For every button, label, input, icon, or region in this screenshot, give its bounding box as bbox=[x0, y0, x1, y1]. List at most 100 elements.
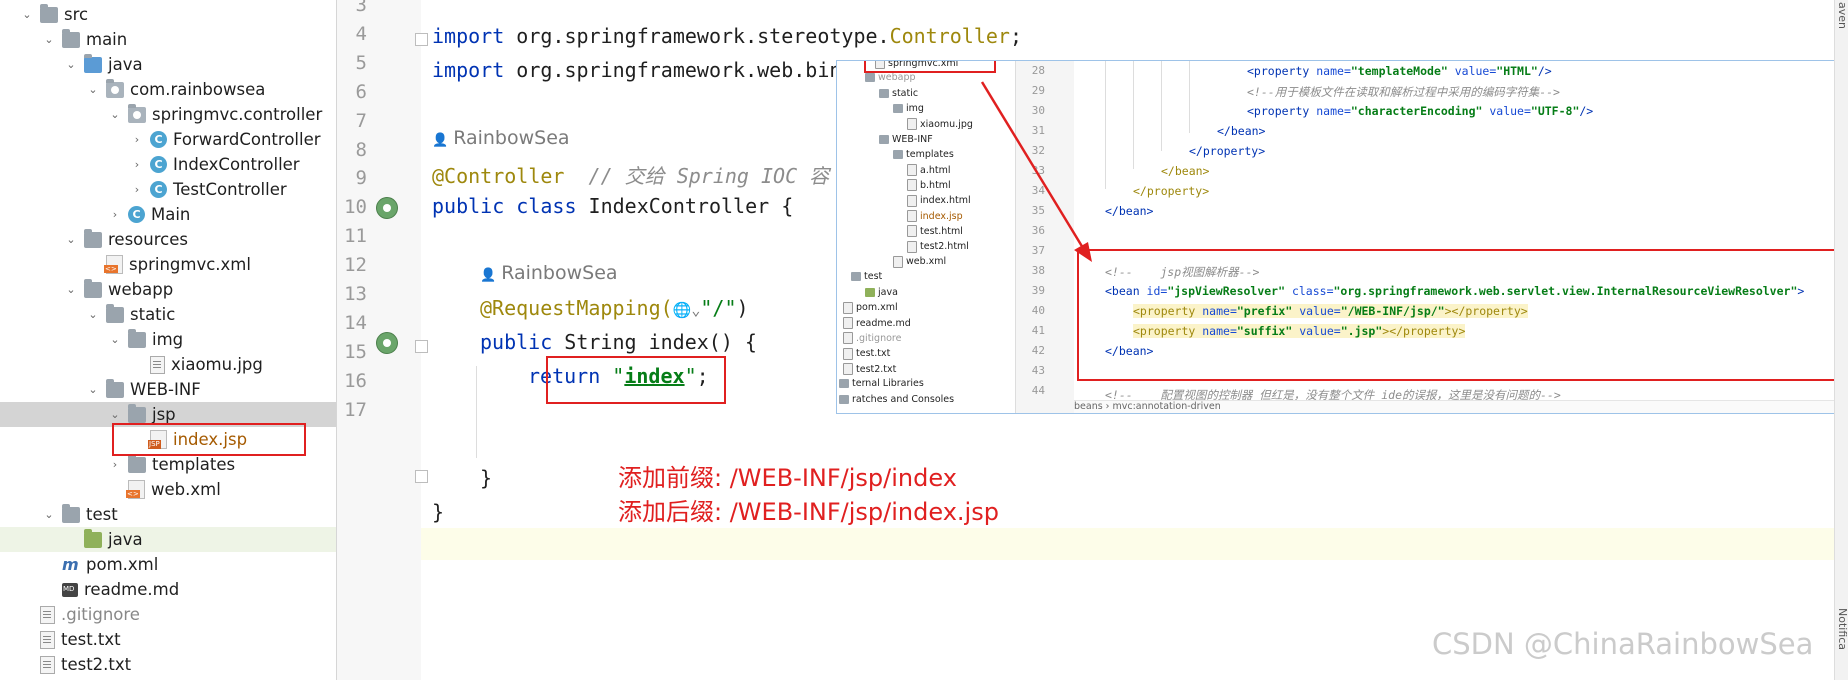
maven-tab[interactable]: aven bbox=[1836, 2, 1848, 29]
inset-tree-label: java bbox=[878, 286, 898, 298]
inset-tree-item[interactable]: test2.html bbox=[907, 240, 969, 253]
chevron-down-icon[interactable]: ⌄ bbox=[66, 58, 76, 71]
tree-item--gitignore[interactable]: .gitignore bbox=[0, 602, 336, 627]
inset-line-number: 41 bbox=[1031, 324, 1045, 337]
chevron-down-icon[interactable]: ⌄ bbox=[88, 83, 98, 96]
tree-item-label: test2.txt bbox=[61, 655, 132, 674]
chevron-down-icon[interactable]: ⌄ bbox=[110, 408, 120, 421]
spring-bean-gutter-icon[interactable] bbox=[376, 197, 398, 219]
chevron-down-icon[interactable]: ⌄ bbox=[88, 383, 98, 396]
inset-tree-item[interactable]: index.html bbox=[907, 194, 971, 207]
tree-item-java[interactable]: java bbox=[0, 527, 336, 552]
folder-icon bbox=[839, 379, 849, 389]
tree-item-jsp[interactable]: ⌄ jsp bbox=[0, 402, 336, 427]
chevron-right-icon[interactable]: › bbox=[134, 183, 140, 196]
spring-mapping-gutter-icon[interactable] bbox=[376, 332, 398, 354]
inset-tree-item[interactable]: java bbox=[865, 287, 898, 298]
globe-icon[interactable]: 🌐⌄ bbox=[672, 301, 701, 319]
inset-tree-item[interactable]: ratches and Consoles bbox=[839, 394, 954, 405]
tree-item-springmvc-controller[interactable]: ⌄springmvc.controller bbox=[0, 102, 336, 127]
tree-item-webapp[interactable]: ⌄webapp bbox=[0, 277, 336, 302]
inset-tree-label: test.html bbox=[920, 225, 963, 237]
tree-item-xiaomu-jpg[interactable]: xiaomu.jpg bbox=[0, 352, 336, 377]
folder-icon bbox=[865, 73, 875, 83]
inset-tree-item[interactable]: test2.txt bbox=[843, 363, 896, 375]
tree-item-label: main bbox=[86, 30, 128, 49]
tree-item-static[interactable]: ⌄static bbox=[0, 302, 336, 327]
code-line-10: @RequestMapping(🌐⌄"/") bbox=[480, 296, 749, 320]
tree-item-resources[interactable]: ⌄resources bbox=[0, 227, 336, 252]
xml-line-32: </property> bbox=[1189, 144, 1266, 158]
chevron-down-icon[interactable]: ⌄ bbox=[44, 508, 54, 521]
inset-tree-item[interactable]: pom.xml bbox=[843, 301, 898, 314]
inset-tree-item[interactable]: test.txt bbox=[843, 347, 890, 360]
inset-tree-item[interactable]: static bbox=[879, 88, 918, 99]
tree-item-img[interactable]: ⌄img bbox=[0, 327, 336, 352]
file-icon bbox=[150, 355, 165, 374]
indent-guide bbox=[476, 366, 477, 458]
inset-tree-item[interactable]: b.html bbox=[907, 179, 951, 192]
tree-item-label: xiaomu.jpg bbox=[171, 355, 263, 374]
chevron-down-icon[interactable]: ⌄ bbox=[22, 8, 32, 21]
inset-tree-item[interactable]: templates bbox=[893, 149, 954, 160]
tree-item-label: test.txt bbox=[61, 630, 121, 649]
tree-item-test2-txt[interactable]: test2.txt bbox=[0, 652, 336, 677]
notifications-tab[interactable]: Notifica bbox=[1836, 608, 1848, 651]
chevron-right-icon[interactable]: › bbox=[134, 158, 140, 171]
tree-item-com-rainbowsea[interactable]: ⌄com.rainbowsea bbox=[0, 77, 336, 102]
fold-marker-icon[interactable] bbox=[415, 33, 428, 46]
inset-tree-label: .gitignore bbox=[856, 332, 902, 344]
chevron-right-icon[interactable]: › bbox=[112, 458, 118, 471]
tag: <property bbox=[1247, 104, 1317, 118]
folder-icon bbox=[893, 149, 903, 159]
inset-tree-item[interactable]: a.html bbox=[907, 164, 950, 177]
kw: return bbox=[528, 364, 613, 388]
tree-item-src[interactable]: ⌄src bbox=[0, 2, 336, 27]
xml-line-39: <bean id="jspViewResolver" class="org.sp… bbox=[1105, 284, 1804, 298]
tree-item-test-txt[interactable]: test.txt bbox=[0, 627, 336, 652]
tree-item-templates[interactable]: ›templates bbox=[0, 452, 336, 477]
inset-tree-item[interactable]: test.html bbox=[907, 225, 963, 238]
inset-tree-label: b.html bbox=[920, 179, 951, 191]
inset-tree-item[interactable]: xiaomu.jpg bbox=[907, 118, 973, 131]
folder-icon bbox=[84, 278, 102, 298]
inset-tree-item[interactable]: webapp bbox=[865, 72, 916, 83]
chevron-down-icon[interactable]: ⌄ bbox=[44, 33, 54, 46]
tree-item-label: jsp bbox=[152, 405, 176, 424]
tree-item-springmvc-xml[interactable]: <>springmvc.xml bbox=[0, 252, 336, 277]
inset-tree-item[interactable]: index.jsp bbox=[907, 210, 963, 222]
chevron-down-icon[interactable]: ⌄ bbox=[66, 283, 76, 296]
chevron-right-icon[interactable]: › bbox=[134, 133, 140, 146]
inset-tree-item[interactable]: img bbox=[893, 103, 924, 114]
tree-item-test[interactable]: ⌄test bbox=[0, 502, 336, 527]
chevron-right-icon[interactable]: › bbox=[112, 208, 118, 221]
fold-marker-icon[interactable] bbox=[415, 340, 428, 353]
val: "prefix" bbox=[1236, 304, 1293, 318]
inset-tree-item[interactable]: web.xml bbox=[893, 255, 946, 268]
inset-tree-item[interactable]: readme.md bbox=[843, 317, 911, 330]
tree-item-main[interactable]: ⌄ main bbox=[0, 27, 336, 52]
tree-item-web-inf[interactable]: ⌄WEB-INF bbox=[0, 377, 336, 402]
inset-tree-item[interactable]: .gitignore bbox=[843, 332, 902, 345]
chevron-down-icon[interactable]: ⌄ bbox=[110, 108, 120, 121]
inset-tree-item[interactable]: ternal Libraries bbox=[839, 378, 924, 389]
tree-item-web-xml[interactable]: <>web.xml bbox=[0, 477, 336, 502]
val: "org.springframework.web.servlet.view.In… bbox=[1333, 284, 1798, 298]
inset-tree-item[interactable]: WEB-INF bbox=[879, 134, 933, 145]
tree-item-java[interactable]: ⌄java bbox=[0, 52, 336, 77]
attr: name= bbox=[1202, 324, 1237, 338]
fold-marker-icon[interactable] bbox=[415, 470, 428, 483]
chevron-down-icon[interactable]: ⌄ bbox=[88, 308, 98, 321]
inset-tree-item[interactable]: test bbox=[851, 271, 882, 282]
chevron-down-icon[interactable]: ⌄ bbox=[66, 233, 76, 246]
inset-tree-item[interactable]: springmvc.xml bbox=[875, 61, 958, 69]
folder-icon bbox=[40, 3, 58, 23]
chevron-down-icon[interactable]: ⌄ bbox=[110, 333, 120, 346]
